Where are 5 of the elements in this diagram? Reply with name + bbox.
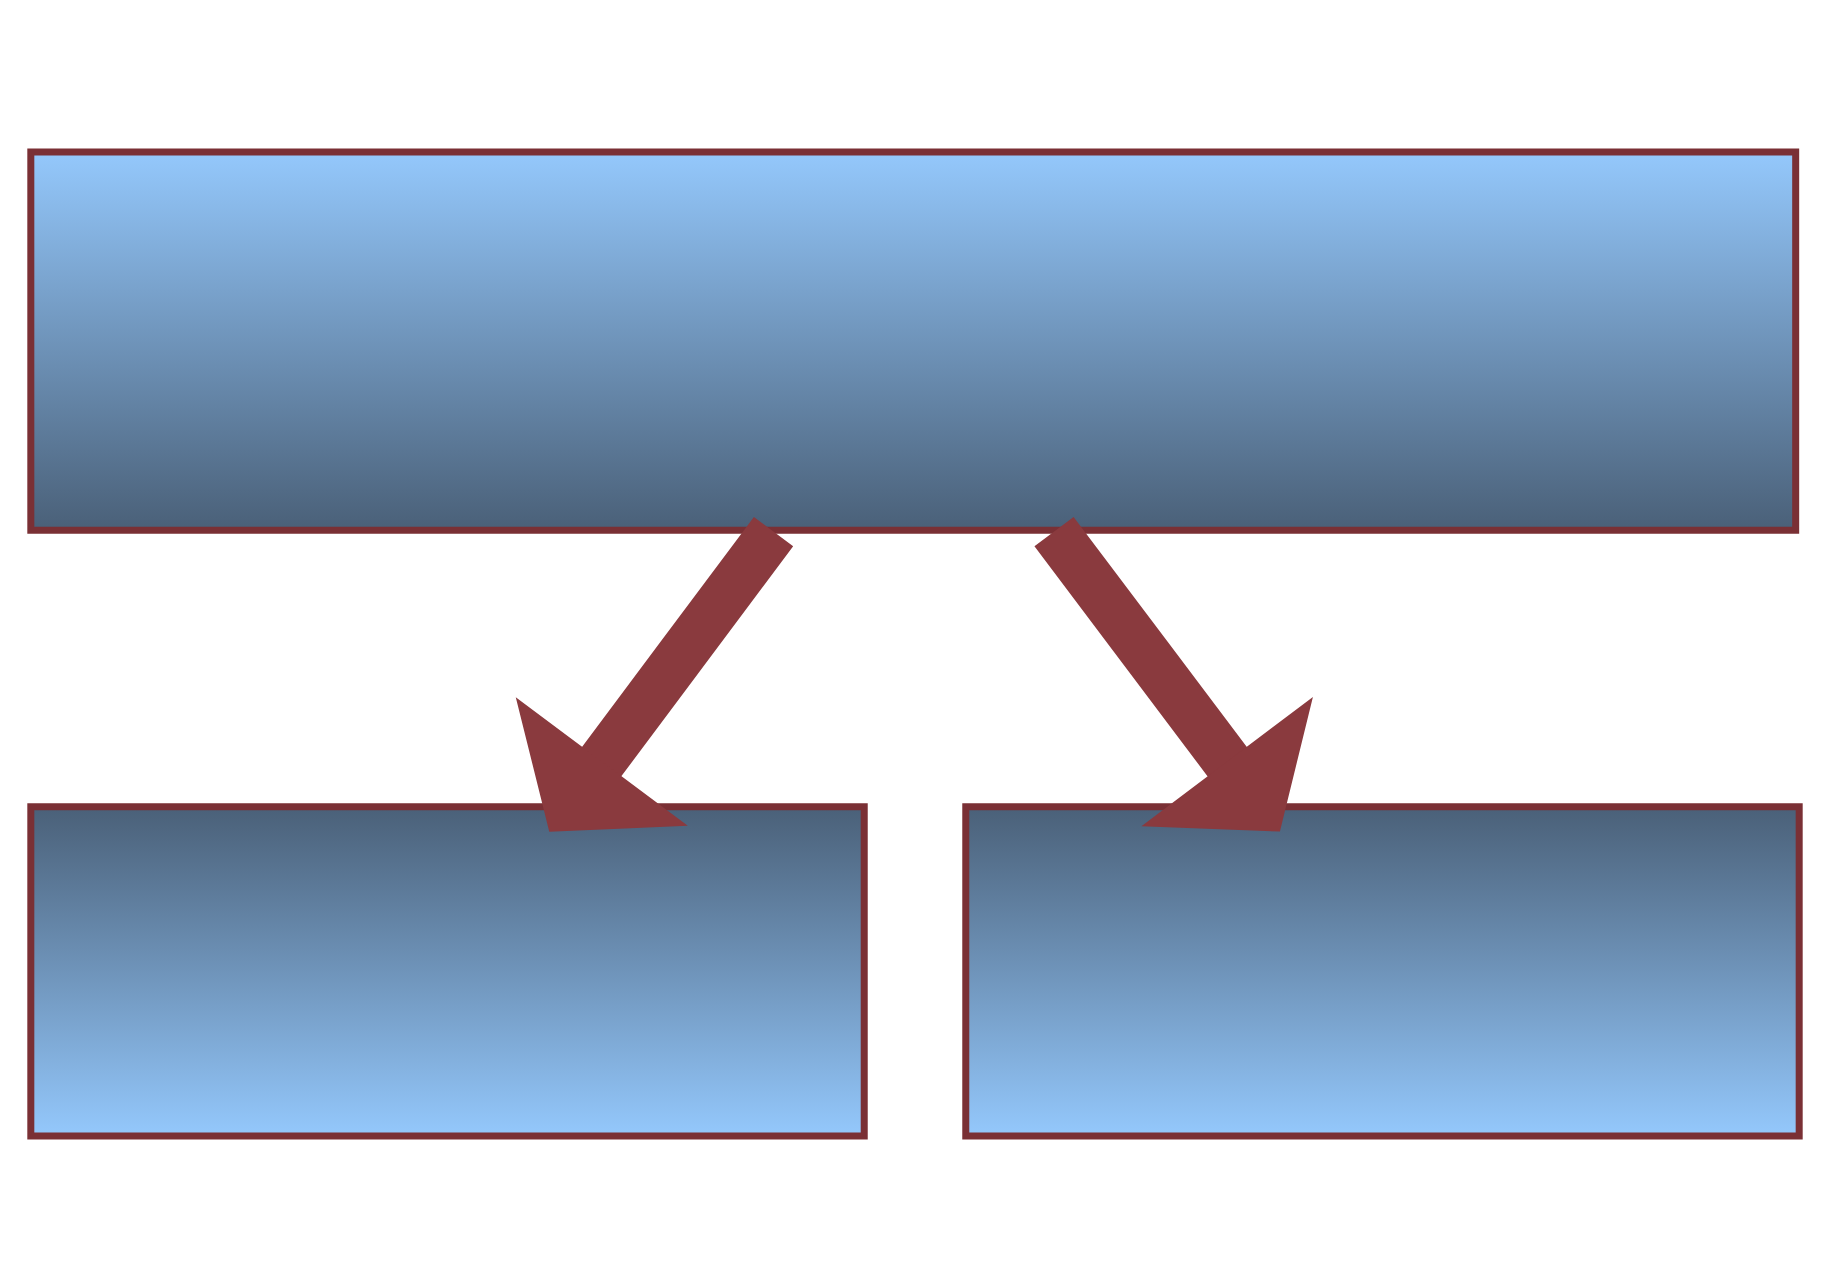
node-box	[962, 802, 1803, 1139]
arrow	[1034, 515, 1313, 831]
node-box	[27, 802, 868, 1139]
arrow	[515, 515, 794, 831]
node-box	[27, 147, 1800, 533]
